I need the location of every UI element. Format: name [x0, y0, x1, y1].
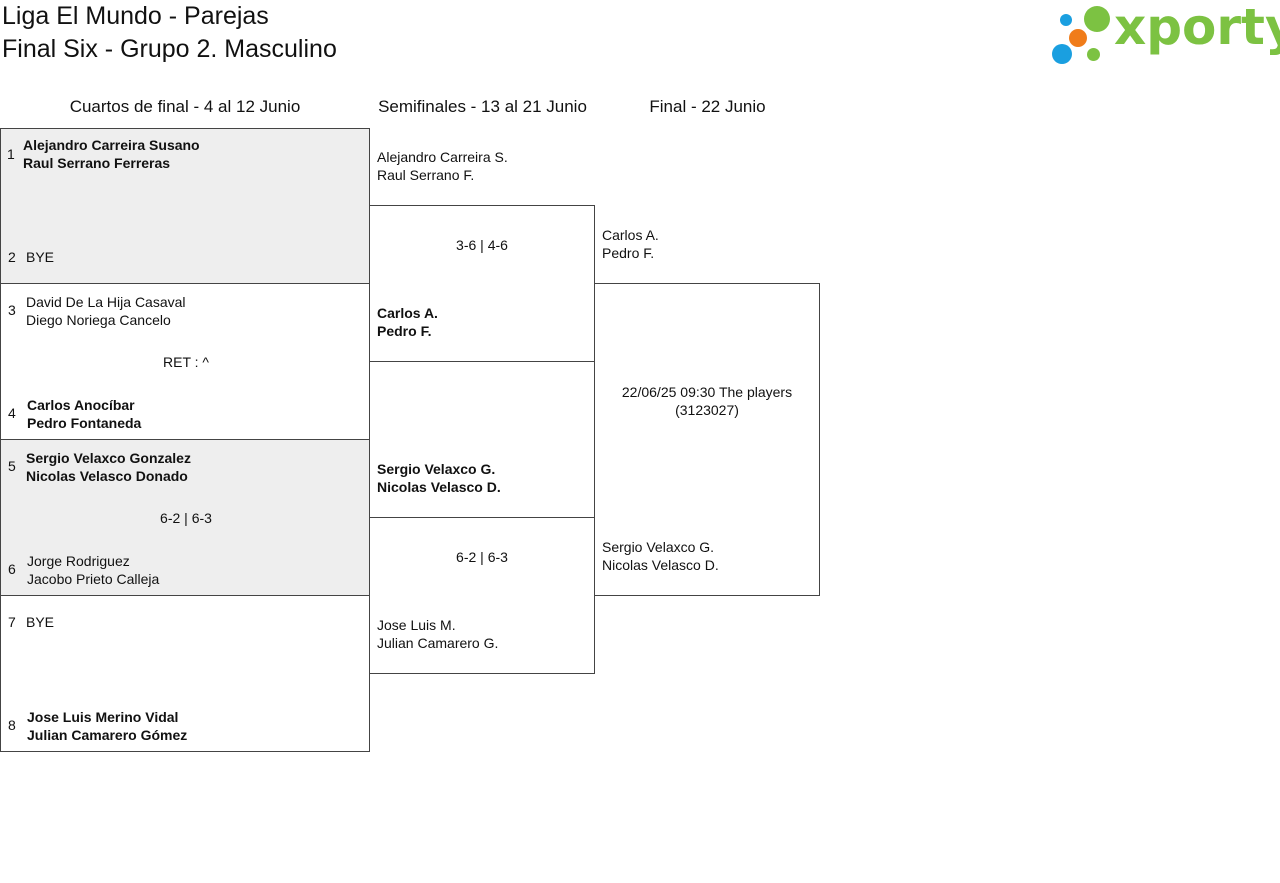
semifinal-1-team-a-player: Raul Serrano F.	[377, 167, 475, 183]
player-name: Julian Camarero Gómez	[27, 727, 188, 743]
semifinal-2-team-a-player: Sergio Velaxco G.	[377, 461, 496, 477]
seed-number: 5	[8, 458, 16, 474]
match-score: 3-6 | 4-6	[456, 237, 508, 253]
quarterfinal-match-1[interactable]: 1 Alejandro Carreira Susano Raul Serrano…	[0, 128, 370, 284]
logo-dot-orange	[1069, 29, 1087, 47]
player-name: Diego Noriega Cancelo	[26, 312, 171, 328]
player-name: Pedro Fontaneda	[27, 415, 142, 431]
logo-dot-green-small	[1087, 48, 1100, 61]
semifinal-match-2[interactable]: 6-2 | 6-3 Jose Luis M. Julian Camarero G…	[369, 517, 595, 674]
player-name: Jacobo Prieto Calleja	[27, 571, 160, 587]
semifinal-2-team-a-player: Nicolas Velasco D.	[377, 479, 501, 495]
logo-dot-blue-small	[1060, 14, 1072, 26]
seed-number: 3	[8, 302, 16, 318]
player-name: David De La Hija Casaval	[26, 294, 186, 310]
player-name: Raul Serrano Ferreras	[23, 155, 171, 171]
player-name: Pedro F.	[377, 323, 432, 339]
logo-dot-blue	[1052, 44, 1072, 64]
player-name: Julian Camarero G.	[377, 635, 499, 651]
player-name: Sergio Velaxco G.	[602, 539, 715, 555]
round-header-semis: Semifinales - 13 al 21 Junio	[378, 97, 587, 116]
bye-label: BYE	[26, 614, 55, 630]
match-info: 22/06/25 09:30 The players (3123027)	[621, 384, 793, 418]
player-name: Nicolas Velasco D.	[602, 557, 719, 573]
match-score: 6-2 | 6-3	[160, 510, 212, 526]
page-title: Liga El Mundo - Parejas	[2, 2, 269, 30]
quarterfinal-match-2[interactable]: 3 David De La Hija Casaval Diego Noriega…	[0, 283, 370, 440]
final-team-a-player: Pedro F.	[602, 245, 655, 261]
logo-text: xporty	[1114, 0, 1280, 56]
seed-number: 6	[8, 561, 16, 577]
player-name: Carlos Anocíbar	[27, 397, 135, 413]
quarterfinal-match-4[interactable]: 7 BYE 8 Jose Luis Merino Vidal Julian Ca…	[0, 595, 370, 752]
semifinal-match-1[interactable]: 3-6 | 4-6 Carlos A. Pedro F.	[369, 205, 595, 362]
player-name: Alejandro Carreira Susano	[23, 137, 200, 153]
match-score: RET : ^	[163, 354, 209, 370]
round-header-quarters: Cuartos de final - 4 al 12 Junio	[69, 97, 301, 116]
player-name: Sergio Velaxco Gonzalez	[26, 450, 191, 466]
seed-number: 8	[8, 717, 16, 733]
player-name: Nicolas Velasco Donado	[26, 468, 188, 484]
seed-number: 4	[8, 405, 16, 421]
seed-number: 2	[8, 249, 16, 265]
player-name: Jose Luis M.	[377, 617, 456, 633]
final-team-a-player: Carlos A.	[602, 227, 659, 243]
player-name: Carlos A.	[377, 305, 438, 321]
final-match[interactable]: 22/06/25 09:30 The players (3123027) Ser…	[594, 283, 820, 596]
quarterfinal-match-3[interactable]: 5 Sergio Velaxco Gonzalez Nicolas Velasc…	[0, 439, 370, 596]
player-name: Jorge Rodriguez	[27, 553, 130, 569]
semifinal-1-team-a-player: Alejandro Carreira S.	[377, 149, 508, 165]
xporty-logo: xporty	[1050, 0, 1280, 66]
bye-label: BYE	[26, 249, 55, 265]
seed-number: 1	[7, 146, 15, 162]
match-score: 6-2 | 6-3	[456, 549, 508, 565]
seed-number: 7	[8, 614, 16, 630]
round-header-final: Final - 22 Junio	[649, 97, 766, 116]
logo-dot-green	[1084, 6, 1110, 32]
page-subtitle: Final Six - Grupo 2. Masculino	[2, 35, 337, 63]
player-name: Jose Luis Merino Vidal	[27, 709, 179, 725]
